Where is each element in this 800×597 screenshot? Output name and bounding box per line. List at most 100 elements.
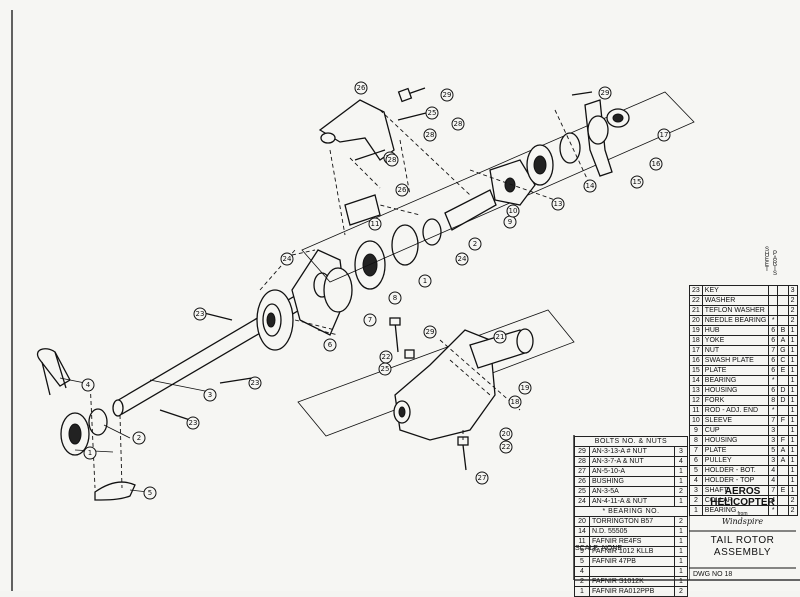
part-sheet: 6 (768, 365, 779, 376)
part-name: SLEEVE (701, 415, 770, 426)
svg-text:24: 24 (283, 255, 292, 263)
bearing-name: N.D. 55505 (589, 526, 675, 537)
svg-text:24: 24 (458, 255, 467, 263)
balloon-23c: 23 (186, 416, 200, 430)
part-number: 13 (689, 385, 703, 396)
balloon-20: 20 (499, 427, 513, 441)
balloon-1b: 1 (418, 274, 432, 288)
balloon-18: 18 (508, 395, 522, 409)
svg-text:29: 29 (443, 91, 452, 99)
part-letter (777, 505, 789, 516)
balloon-11: 11 (368, 217, 382, 231)
svg-text:15: 15 (633, 178, 642, 186)
balloon-28c: 28 (385, 153, 399, 167)
svg-text:29: 29 (601, 89, 610, 97)
svg-text:6: 6 (328, 341, 333, 349)
part-number: 22 (689, 295, 703, 306)
svg-text:7: 7 (368, 316, 372, 324)
bearing-qty: 1 (674, 526, 688, 537)
part-letter (777, 285, 789, 296)
drawing-title-line-1: TAIL ROTOR (710, 535, 775, 546)
hub-group (297, 309, 575, 471)
part-number: 12 (689, 395, 703, 406)
bolt-name: BUSHING (589, 476, 675, 487)
part-sheet: 6 (768, 385, 779, 396)
maker-name: Windspire (721, 517, 764, 526)
part-number: 9 (689, 425, 703, 436)
part-name: HOLDER - BOT. (701, 465, 770, 476)
part-letter: A (777, 445, 789, 456)
svg-text:17: 17 (660, 131, 669, 139)
part-number: 18 (689, 335, 703, 346)
svg-text:13: 13 (554, 200, 563, 208)
part-sheet: 6 (768, 355, 779, 366)
balloon-8: 8 (388, 291, 402, 305)
svg-text:26: 26 (357, 84, 366, 92)
part-sheet: * (768, 315, 779, 326)
shaft-end (112, 399, 124, 417)
part-qty: 1 (787, 355, 798, 366)
bearing-qty: 2 (674, 516, 688, 527)
part-letter (777, 375, 789, 386)
bearing-number: 2 (574, 576, 590, 587)
part-name: HOUSING (701, 385, 770, 396)
part-qty: 1 (787, 345, 798, 356)
from-text: from (737, 511, 748, 517)
part-number: 8 (689, 435, 703, 446)
svg-text:28: 28 (426, 131, 435, 139)
balloon-22b: 22 (499, 440, 513, 454)
bearing-qty: 1 (674, 546, 688, 557)
part-sheet: 3 (768, 435, 779, 446)
balloon-6: 6 (323, 338, 337, 352)
svg-text:1: 1 (423, 277, 427, 285)
part-letter: D (777, 395, 789, 406)
balloon-26: 26 (354, 81, 368, 95)
part-qty: 2 (787, 305, 798, 316)
svg-text:25: 25 (381, 365, 390, 373)
upper-frame-outline (301, 91, 695, 283)
part-name: KEY (701, 285, 770, 296)
bearing-qty: 1 (674, 566, 688, 577)
bearing-name: FAFNIR 47PB (589, 556, 675, 567)
balloon-21: 21 (493, 330, 507, 344)
part-letter: F (777, 415, 789, 426)
part-name: TEFLON WASHER (701, 305, 770, 316)
company-name: AEROS HELICOPTER (689, 486, 796, 508)
svg-text:18: 18 (511, 398, 520, 406)
part-qty: 1 (787, 435, 798, 446)
collar-part (88, 408, 108, 436)
part-letter: B (777, 325, 789, 336)
part-number: 15 (689, 365, 703, 376)
holder-top-part (36, 348, 71, 387)
bolt-qty: 1 (674, 466, 688, 477)
bearing-number: 4 (574, 566, 590, 577)
balloon-17: 17 (657, 128, 671, 142)
balloon-23: 23 (193, 307, 207, 321)
bolt-qty: 1 (674, 496, 688, 507)
part-name: HUB (701, 325, 770, 336)
part-sheet: 6 (768, 325, 779, 336)
part-sheet: 5 (768, 445, 779, 456)
svg-text:22: 22 (382, 353, 391, 361)
svg-text:19: 19 (521, 384, 530, 392)
bolt-qty: 4 (674, 456, 688, 467)
part-name: HOUSING (701, 435, 770, 446)
part-letter: A (777, 455, 789, 466)
svg-text:5: 5 (148, 489, 152, 497)
balloon-28b: 28 (423, 128, 437, 142)
